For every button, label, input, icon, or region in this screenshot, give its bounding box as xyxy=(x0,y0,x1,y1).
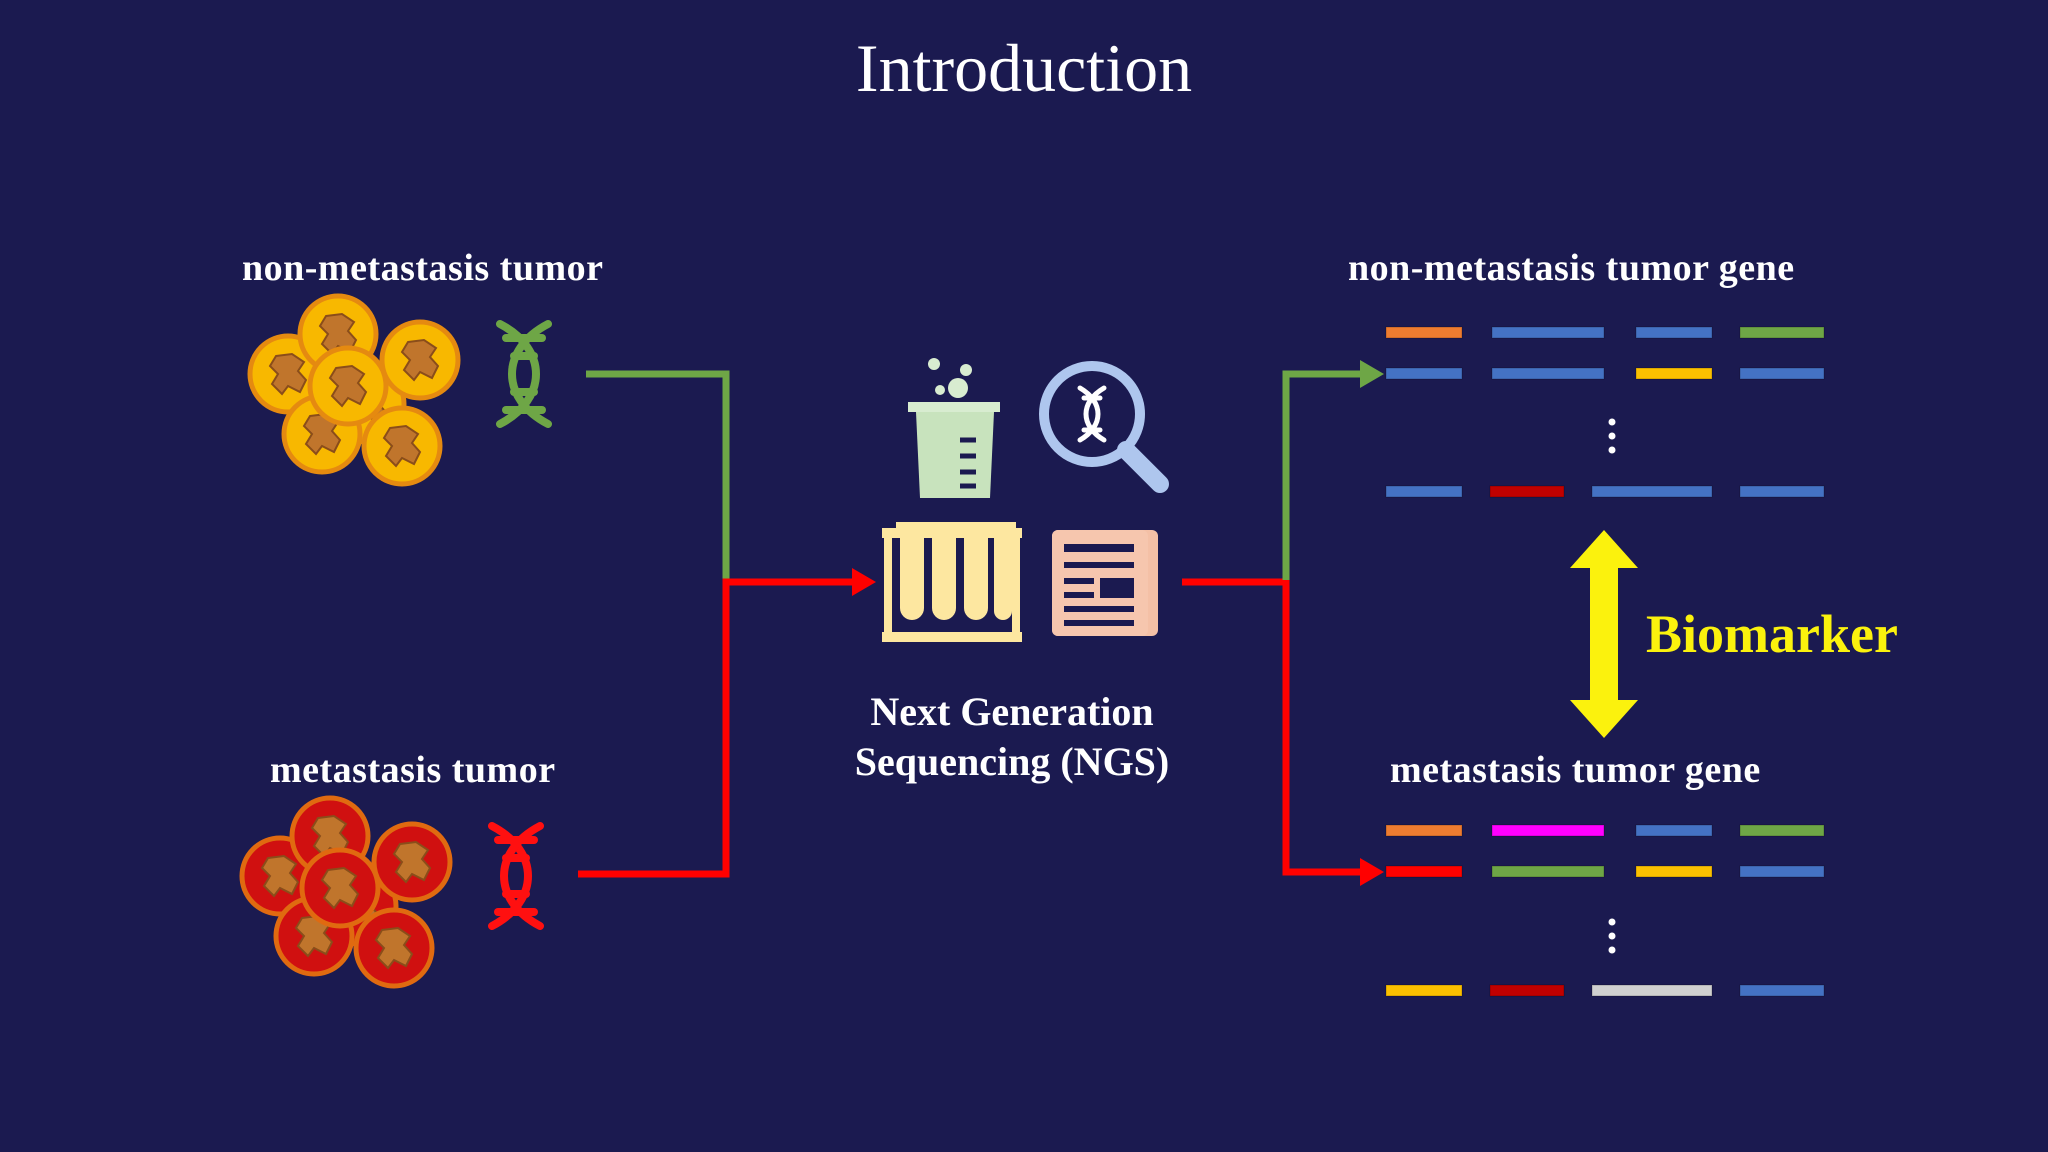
ngs-label-line1: Next Generation xyxy=(870,689,1154,734)
metastasis-tumor-label: metastasis tumor xyxy=(270,749,556,791)
double-arrow-icon xyxy=(1570,530,1638,738)
green-output-path xyxy=(1282,370,1362,580)
green-flow-path xyxy=(586,370,730,580)
ellipsis-bottom xyxy=(1608,918,1616,954)
green-output-arrow-head xyxy=(1360,360,1384,388)
tumor-cell xyxy=(361,405,443,487)
red-output-path xyxy=(1182,578,1362,876)
red-arrow-head xyxy=(852,568,876,596)
gene-segment xyxy=(1489,984,1565,997)
gene-segment xyxy=(1635,326,1713,339)
gene-segment xyxy=(1385,485,1463,498)
gene-segment xyxy=(1385,326,1463,339)
biomarker-label: Biomarker xyxy=(1646,604,1898,664)
non-metastasis-tumor-label: non-metastasis tumor xyxy=(242,247,604,289)
gene-segment xyxy=(1635,367,1713,380)
red-output-arrow-head xyxy=(1360,858,1384,886)
dna-magnifier-icon xyxy=(1039,361,1169,493)
gene-segment xyxy=(1385,984,1463,997)
gene-segment xyxy=(1739,824,1825,837)
gene-segment xyxy=(1739,485,1825,498)
non-metastasis-gene-label: non-metastasis tumor gene xyxy=(1348,247,1795,289)
beaker-icon xyxy=(908,358,1000,498)
non-metastasis-tumor-cells-icon xyxy=(247,293,461,487)
tumor-cell xyxy=(307,345,389,427)
gene-segment xyxy=(1635,865,1713,878)
metastasis-tumor-cells-icon xyxy=(239,795,453,989)
gene-segment xyxy=(1385,367,1463,380)
gene-segment xyxy=(1385,865,1463,878)
gene-segment xyxy=(1635,824,1713,837)
tumor-cell xyxy=(371,821,453,903)
gene-segment xyxy=(1591,485,1713,498)
red-dna-icon xyxy=(488,822,544,930)
slide-title: Introduction xyxy=(855,30,1193,106)
gene-segment xyxy=(1491,824,1605,837)
gene-segment xyxy=(1491,326,1605,339)
test-tubes-icon xyxy=(882,522,1022,642)
tumor-cell xyxy=(299,847,381,929)
gene-segment xyxy=(1739,865,1825,878)
gene-segment xyxy=(1491,865,1605,878)
gene-segment xyxy=(1491,367,1605,380)
ngs-label-line2: Sequencing (NGS) xyxy=(854,739,1170,784)
gene-segment xyxy=(1591,984,1713,997)
gene-segment xyxy=(1489,485,1565,498)
non-metastasis-gene-rows xyxy=(1385,326,1825,498)
green-dna-icon xyxy=(496,320,552,428)
metastasis-gene-label: metastasis tumor gene xyxy=(1390,749,1761,791)
metastasis-gene-rows xyxy=(1385,824,1825,997)
tumor-cell xyxy=(379,319,461,401)
tumor-cell xyxy=(353,907,435,989)
gene-segment xyxy=(1739,367,1825,380)
gene-segment xyxy=(1739,984,1825,997)
gene-segment xyxy=(1739,326,1825,339)
red-flow-path xyxy=(578,578,858,878)
ellipsis-top xyxy=(1608,418,1616,454)
report-icon xyxy=(1052,530,1158,636)
gene-segment xyxy=(1385,824,1463,837)
